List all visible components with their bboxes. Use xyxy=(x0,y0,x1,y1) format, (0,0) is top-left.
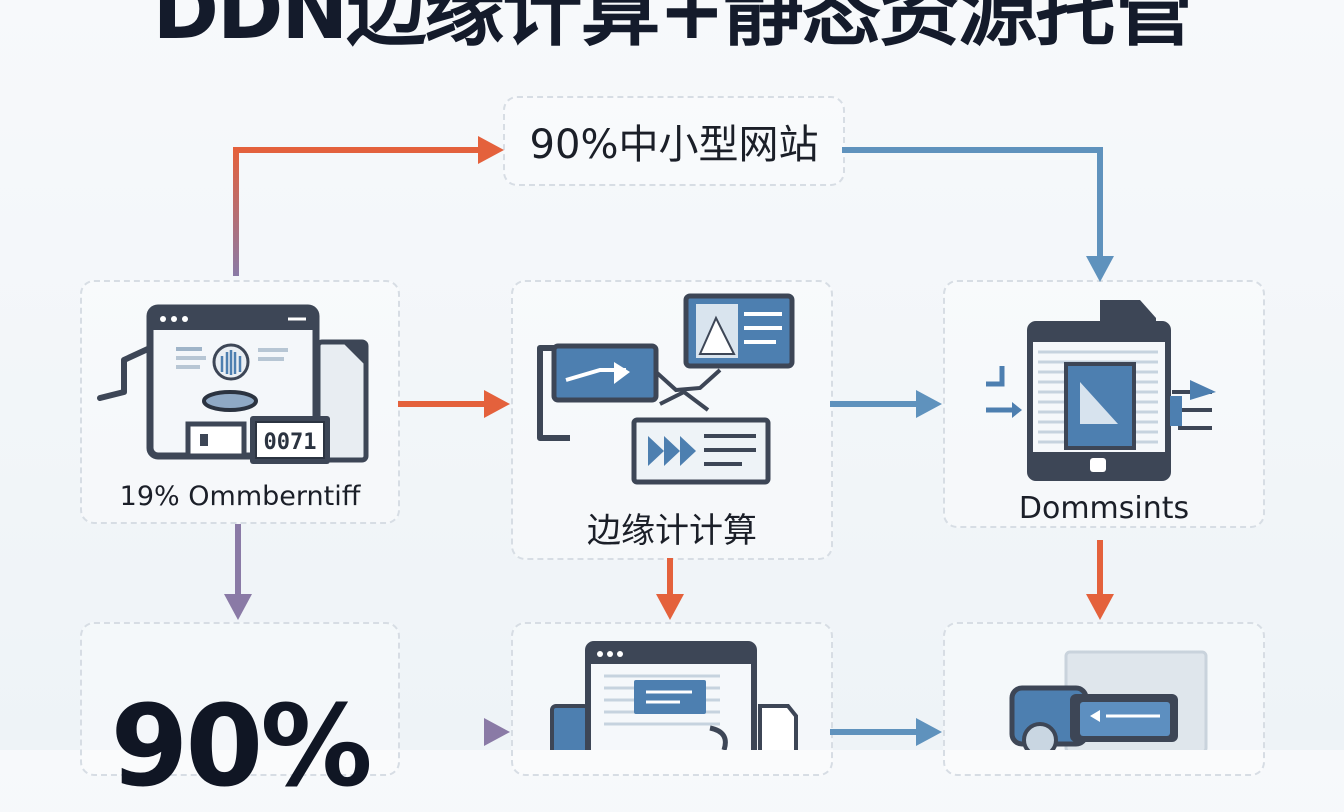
diagram-graphics: 0071 xyxy=(97,136,1216,750)
arrow-source-to-top xyxy=(233,136,504,276)
arrow-middle-to-right xyxy=(830,718,942,746)
browser-window-icon xyxy=(97,304,369,464)
arrow-docs-down xyxy=(1086,540,1114,620)
edge-node-box: 边缘计计算 xyxy=(511,280,833,560)
page-title: DDN边缘计算+静态资源托管 xyxy=(152,0,1194,57)
edge-compute-icon xyxy=(537,293,795,485)
arrow-edge-down xyxy=(656,558,684,620)
edge-node-label: 边缘计计算 xyxy=(587,511,757,551)
top-node-label: 90%中小型网站 xyxy=(529,122,819,168)
arrow-source-down xyxy=(224,524,252,620)
arrow-edge-to-docs xyxy=(830,390,942,418)
arrow-top-to-docs xyxy=(842,147,1114,282)
top-node-box: 90%中小型网站 xyxy=(503,96,845,186)
bottom-panel-icon xyxy=(1009,650,1208,750)
bottom-browser-icon xyxy=(550,641,798,750)
chip-text: 0071 xyxy=(264,430,317,455)
source-node-label: 19% Ommberntiff xyxy=(119,481,361,512)
tablet-document-icon xyxy=(986,300,1216,481)
docs-node-label: Dommsints xyxy=(1018,491,1190,526)
arrow-stat-to-middle xyxy=(398,718,510,746)
arrow-source-to-edge xyxy=(398,390,510,418)
